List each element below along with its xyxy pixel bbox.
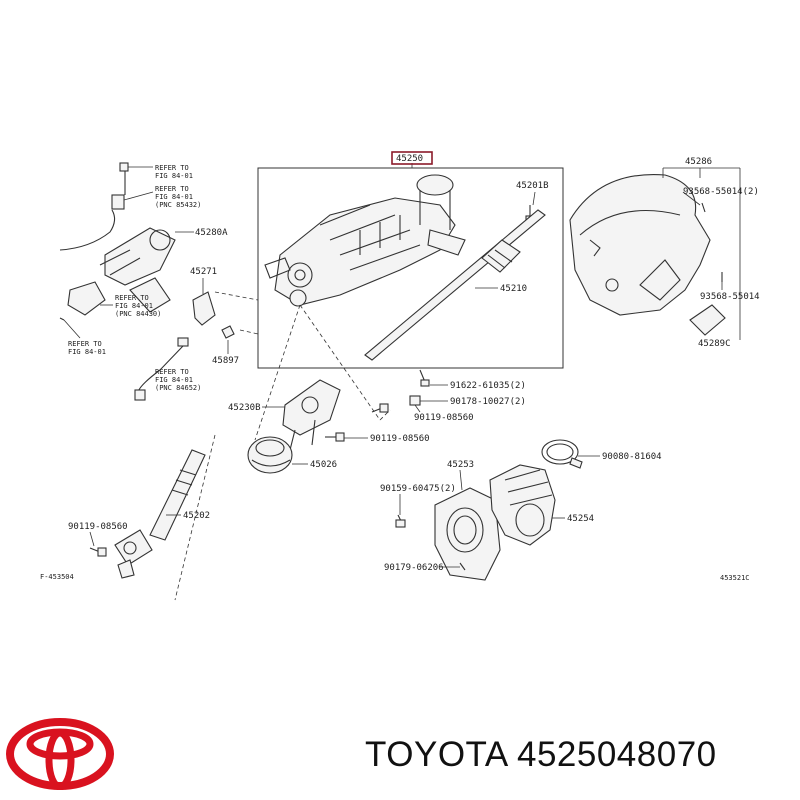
bolt-45897 — [221, 325, 235, 339]
label-90179: 90179-06206 — [384, 563, 444, 573]
refer-3-c: (PNC 84430) — [115, 310, 161, 318]
label-91622: 91622-61035(2) — [450, 381, 526, 391]
refer-5-a: REFER TO — [155, 368, 189, 376]
bolt-90179 — [459, 562, 466, 571]
column-housing-part — [264, 174, 466, 307]
boot-45254 — [489, 464, 556, 546]
label-45202: 45202 — [183, 511, 210, 521]
clamp-90080 — [541, 439, 583, 469]
label-45250: 45250 — [396, 154, 423, 164]
brand-part-number: TOYOTA 4525048070 — [365, 735, 717, 775]
refer-2-a: REFER TO — [155, 185, 189, 193]
label-45026: 45026 — [310, 460, 337, 470]
plate-45253 — [434, 487, 501, 581]
label-90119-b: 90119-08560 — [370, 434, 430, 444]
label-90080: 90080-81604 — [602, 452, 662, 462]
shaft-45202 — [114, 449, 206, 579]
assembly-box-45250 — [257, 167, 564, 369]
ref-right: 453521C — [720, 574, 750, 582]
label-45271: 45271 — [190, 267, 217, 277]
label-45286: 45286 — [685, 157, 712, 167]
refer-5-c: (PNC 84652) — [155, 384, 201, 392]
refer-4-a: REFER TO — [68, 340, 102, 348]
boot-45026 — [247, 436, 293, 474]
toyota-logo-icon — [6, 718, 114, 790]
switch-wire-part — [134, 337, 189, 401]
brand-name: TOYOTA — [365, 735, 507, 774]
column-cover-45286 — [569, 173, 711, 316]
label-90119-a: 90119-08560 — [414, 413, 474, 423]
label-45897: 45897 — [212, 356, 239, 366]
label-45201B: 45201B — [516, 181, 549, 191]
refer-3-b: FIG 84-01 — [115, 302, 153, 310]
bracket-45271 — [192, 291, 216, 326]
refer-1-b: FIG 84-01 — [155, 172, 193, 180]
nut-90178 — [409, 395, 421, 406]
label-90178: 90178-10027(2) — [450, 397, 526, 407]
refer-1-a: REFER TO — [155, 164, 189, 172]
label-93568-a: 93568-55014(2) — [683, 187, 759, 197]
refer-4-b: FIG 84-01 — [68, 348, 106, 356]
lock-cylinder-45280A — [59, 162, 176, 316]
label-45253: 45253 — [447, 460, 474, 470]
label-45230B: 45230B — [228, 403, 261, 413]
refer-5-b: FIG 84-01 — [155, 376, 193, 384]
label-45289C: 45289C — [698, 339, 731, 349]
refer-2-c: (PNC 85432) — [155, 201, 201, 209]
label-45254: 45254 — [567, 514, 594, 524]
joint-45230B — [282, 379, 341, 451]
part-number: 4525048070 — [516, 735, 717, 774]
label-45210: 45210 — [500, 284, 527, 294]
ref-left: F-453504 — [40, 573, 74, 581]
refer-2-b: FIG 84-01 — [155, 193, 193, 201]
shaft-45210 — [364, 209, 546, 361]
label-90159: 90159-60475(2) — [380, 484, 456, 494]
cover-piece-45289C — [689, 304, 726, 336]
highlight-45250 — [391, 151, 433, 165]
refer-3-a: REFER TO — [115, 294, 149, 302]
label-93568-b: 93568-55014 — [700, 292, 760, 302]
label-45280A: 45280A — [195, 228, 228, 238]
label-90119-c: 90119-08560 — [68, 522, 128, 532]
